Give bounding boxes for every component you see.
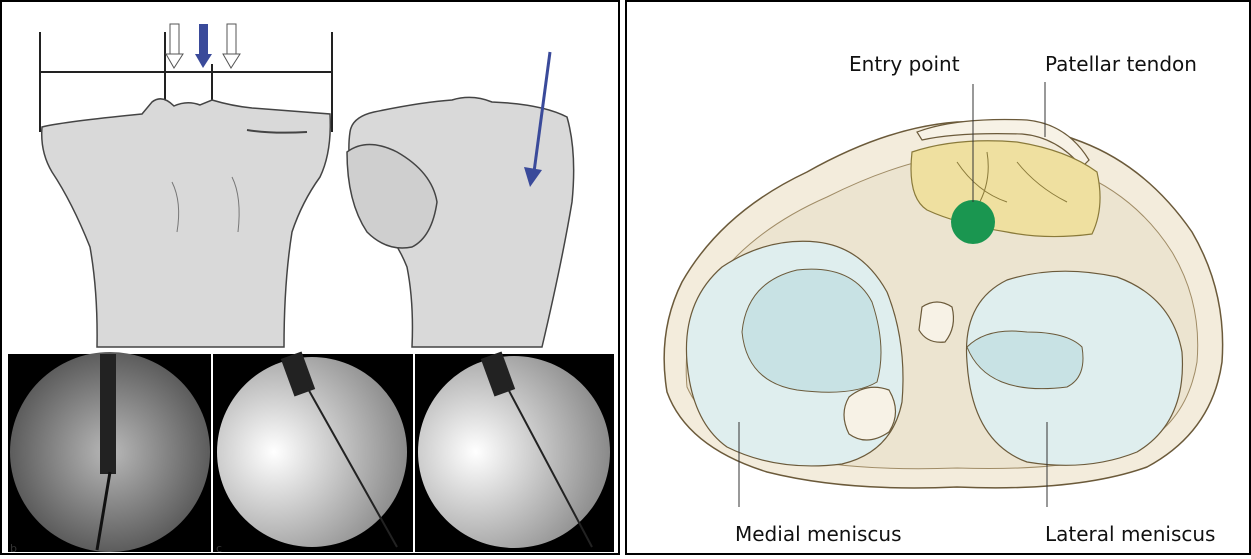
tibial-plateau-illustration	[627, 2, 1251, 555]
meniscus-diagram: Entry point Patellar tendon Medial menis…	[625, 0, 1251, 555]
medial-cartilage	[742, 269, 881, 392]
label-entry-point: Entry point	[849, 52, 960, 76]
fluoroscopy-image-ap	[10, 352, 210, 552]
panel-letter-b: b	[10, 542, 17, 555]
tibia-illustration	[2, 2, 620, 555]
outline-arrow-right	[223, 24, 240, 68]
acl-attachment	[919, 302, 953, 342]
pcl-attachment	[844, 387, 896, 440]
outline-arrow-left	[166, 24, 183, 68]
label-lateral-meniscus: Lateral meniscus	[1045, 522, 1215, 546]
panel-letter-c: c	[216, 542, 222, 555]
label-medial-meniscus: Medial meniscus	[735, 522, 902, 546]
label-patellar-tendon: Patellar tendon	[1045, 52, 1197, 76]
blue-arrow-center	[195, 24, 212, 68]
tibia-ap-bone	[42, 99, 331, 347]
entry-point-marker	[951, 200, 995, 244]
tibia-entry-figure: b c	[0, 0, 620, 555]
